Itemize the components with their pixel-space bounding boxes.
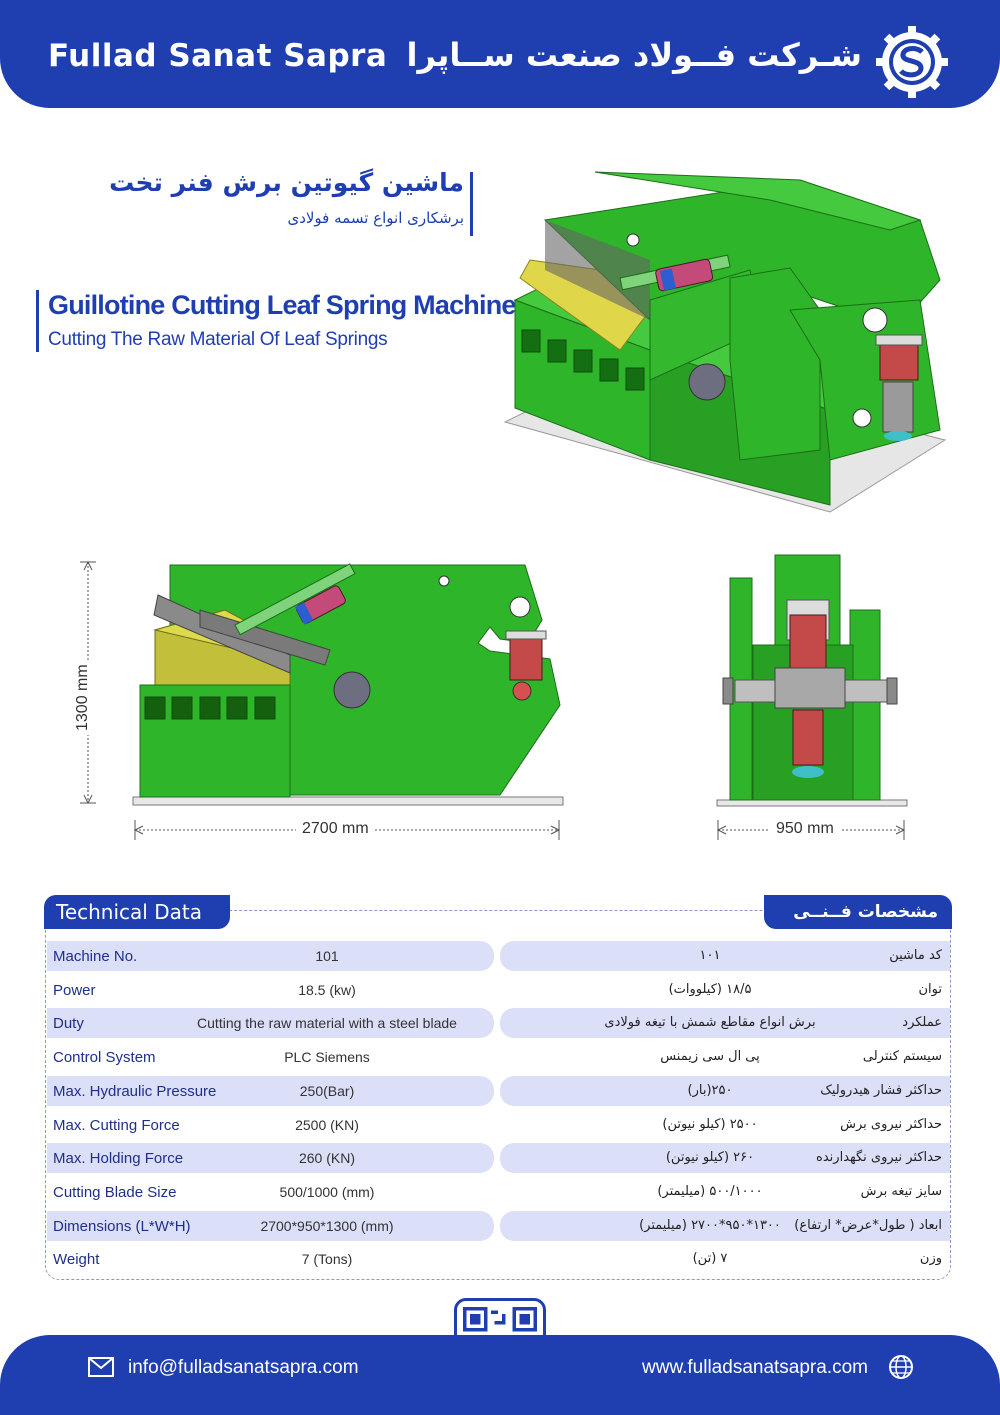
spec-value-en: 18.5 (kw) xyxy=(298,982,356,998)
product-subtitle-en: Cutting The Raw Material Of Leaf Springs xyxy=(48,329,388,350)
spec-label-fa: حداکثر نیروی نگهدارنده xyxy=(816,1150,942,1165)
spec-value-en: 500/1000 (mm) xyxy=(279,1184,375,1200)
spec-value-fa: ۱۰۱ xyxy=(699,948,721,963)
globe-icon xyxy=(889,1355,913,1379)
email-link[interactable]: info@fulladsanatsapra.com xyxy=(128,1357,359,1378)
spec-value-en: 260 (KN) xyxy=(298,1150,356,1166)
spec-label-en: Duty xyxy=(53,1015,84,1032)
table-row-en: Cutting Blade Size 500/1000 (mm) xyxy=(47,1177,494,1207)
spec-value-fa: ۱۳۰۰*۹۵۰*۲۷۰۰ (میلیمتر) xyxy=(639,1218,781,1233)
spec-label-fa: توان xyxy=(918,982,943,997)
machine-front-view-drawing xyxy=(716,554,908,807)
spec-value-fa: ۱۸/۵ (کیلووات) xyxy=(668,982,752,997)
table-row-fa: حداکثر نیروی نگهدارنده ۲۶۰ (کیلو نیوتن) xyxy=(500,1143,950,1173)
gear-s-logo-icon xyxy=(876,26,948,98)
spec-label-fa: سایز تیغه برش xyxy=(860,1184,942,1199)
spec-label-fa: حداکثر فشار هیدرولیک xyxy=(820,1083,942,1098)
table-row-fa: حداکثر فشار هیدرولیک ۲۵۰(بار) xyxy=(500,1076,950,1106)
length-dimension-label: 2700 mm xyxy=(296,820,375,838)
spec-value-en: Cutting the raw material with a steel bl… xyxy=(197,1015,457,1031)
title-en-divider xyxy=(36,290,39,352)
spec-label-en: Control System xyxy=(53,1049,156,1066)
spec-label-en: Max. Cutting Force xyxy=(53,1117,180,1134)
spec-value-fa: برش انواع مقاطع شمش با تیغه فولادی xyxy=(604,1015,816,1030)
spec-label-fa: کد ماشین xyxy=(889,948,942,963)
product-title-fa: ماشین گیوتین برش فنر تخت xyxy=(109,168,464,197)
machine-side-view-drawing xyxy=(132,563,564,806)
spec-value-fa: پی ال سی زیمنس xyxy=(660,1049,760,1064)
table-row-fa: ابعاد ( طول*عرض* ارتفاع) ۱۳۰۰*۹۵۰*۲۷۰۰ (م… xyxy=(500,1211,950,1241)
technical-data-panel xyxy=(45,910,951,1280)
header-banner: Fullad Sanat Sapra شـرکت فــولاد صنعت سـ… xyxy=(0,0,1000,108)
spec-label-en: Max. Hydraulic Pressure xyxy=(53,1083,217,1100)
table-row-fa: سایز تیغه برش ۵۰۰/۱۰۰۰ (میلیمتر) xyxy=(500,1177,950,1207)
spec-value-en: PLC Siemens xyxy=(284,1049,370,1065)
table-row-en: Max. Cutting Force 2500 (KN) xyxy=(47,1110,494,1140)
spec-label-fa: سیستم کنترلی xyxy=(862,1049,942,1064)
table-row-fa: عملکرد برش انواع مقاطع شمش با تیغه فولادی xyxy=(500,1008,950,1038)
spec-label-en: Cutting Blade Size xyxy=(53,1184,177,1201)
table-row-en: Machine No. 101 xyxy=(47,941,494,971)
width-dimension-label: 950 mm xyxy=(770,820,840,838)
product-title-en: Guillotine Cutting Leaf Spring Machine xyxy=(48,290,516,320)
technical-data-tab-fa: مشخصات فــنــی xyxy=(764,895,952,929)
spec-value-en: 250(Bar) xyxy=(299,1083,355,1099)
spec-value-en: 2500 (KN) xyxy=(295,1117,359,1133)
spec-value-en: 2700*950*1300 (mm) xyxy=(260,1218,394,1234)
spec-label-en: Max. Holding Force xyxy=(53,1150,184,1167)
spec-label-fa: وزن xyxy=(919,1251,942,1266)
footer-banner: info@fulladsanatsapra.com www.fulladsana… xyxy=(0,1335,1000,1415)
table-row-fa: کد ماشین ۱۰۱ xyxy=(500,941,950,971)
brand-name-fa: شـرکت فــولاد صنعت ســاپرا xyxy=(406,36,862,74)
spec-label-en: Weight xyxy=(53,1251,100,1268)
title-fa-divider xyxy=(470,172,473,236)
table-row-en: Dimensions (L*W*H) 2700*950*1300 (mm) xyxy=(47,1211,494,1241)
title-en-block: Guillotine Cutting Leaf Spring Machine C… xyxy=(48,290,516,351)
spec-value-en: 101 xyxy=(315,948,339,964)
spec-label-fa: عملکرد xyxy=(902,1015,942,1030)
table-row-fa: سیستم کنترلی پی ال سی زیمنس xyxy=(500,1042,950,1072)
website-link[interactable]: www.fulladsanatsapra.com xyxy=(642,1357,868,1378)
spec-label-en: Machine No. xyxy=(53,948,138,965)
spec-value-fa: ۲۶۰ (کیلو نیوتن) xyxy=(665,1150,755,1165)
table-row-fa: توان ۱۸/۵ (کیلووات) xyxy=(500,975,950,1005)
table-row-en: Control System PLC Siemens xyxy=(47,1042,494,1072)
brand-name-en: Fullad Sanat Sapra xyxy=(48,38,388,74)
table-row-en: Duty Cutting the raw material with a stee… xyxy=(47,1008,494,1038)
spec-label-fa: ابعاد ( طول*عرض* ارتفاع) xyxy=(794,1218,942,1233)
spec-label-fa: حداکثر نیروی برش xyxy=(840,1117,942,1132)
product-subtitle-fa: برشکاری انواع تسمه فولادی xyxy=(287,209,464,227)
spec-label-en: Dimensions (L*W*H) xyxy=(53,1218,191,1235)
spec-value-en: 7 (Tons) xyxy=(301,1251,353,1267)
technical-data-tab-en: Technical Data xyxy=(44,895,230,929)
title-fa-block: ماشین گیوتین برش فنر تخت برشکاری انواع ت… xyxy=(109,168,464,227)
machine-isometric-drawing xyxy=(503,171,947,513)
table-row-fa: وزن ۷ (تن) xyxy=(500,1244,950,1274)
table-row-en: Max. Hydraulic Pressure 250(Bar) xyxy=(47,1076,494,1106)
mail-icon xyxy=(88,1357,114,1377)
table-row-fa: حداکثر نیروی برش ۲۵۰۰ (کیلو نیوتن) xyxy=(500,1110,950,1140)
spec-value-fa: ۵۰۰/۱۰۰۰ (میلیمتر) xyxy=(657,1184,763,1199)
spec-value-fa: ۲۵۰۰ (کیلو نیوتن) xyxy=(662,1117,758,1132)
spec-label-en: Power xyxy=(53,982,96,999)
table-row-en: Power 18.5 (kw) xyxy=(47,975,494,1005)
height-dimension-label: 1300 mm xyxy=(74,660,92,735)
spec-value-fa: ۲۵۰(بار) xyxy=(687,1083,733,1098)
spec-value-fa: ۷ (تن) xyxy=(692,1251,728,1266)
table-row-en: Weight 7 (Tons) xyxy=(47,1244,494,1274)
table-row-en: Max. Holding Force 260 (KN) xyxy=(47,1143,494,1173)
